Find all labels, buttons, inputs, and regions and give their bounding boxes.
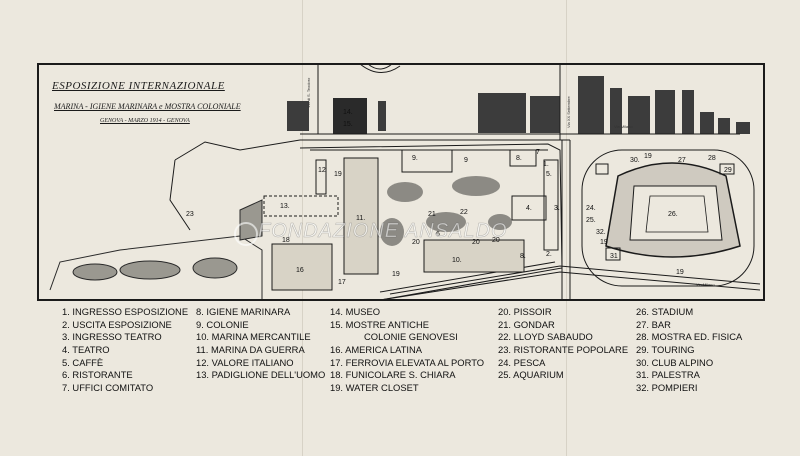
legend-item: 20. PISSOIR <box>498 306 552 317</box>
map-label: 20 <box>492 237 500 244</box>
legend-item: 13. PADIGLIONE DELL'UOMO <box>196 369 326 381</box>
legend-item: 29. TOURING <box>636 344 695 356</box>
map-label: 32. <box>596 229 606 236</box>
map-label: 17 <box>338 279 346 286</box>
garden-areas <box>380 176 512 246</box>
map-label: 20 <box>472 239 480 246</box>
pavilions <box>263 149 559 291</box>
legend-item: 7. UFFICI COMITATO <box>62 382 154 394</box>
street-name-top-right: Via XX Settembre <box>566 96 571 128</box>
legend-item: 28. MOSTRA ED. FISICA <box>636 331 743 343</box>
street-name-lower-right: Via Milano <box>696 282 715 287</box>
map-label: 1. <box>543 161 549 168</box>
legend-item: 27. BAR <box>636 318 671 330</box>
map-labels: 14. 15. 9. 9 8. 7 1. 5. 3. 4. 2. 8. 10. … <box>186 109 732 286</box>
legend-item: 15. MOSTRE ANTICHE <box>330 318 429 330</box>
fold-line <box>566 0 567 456</box>
legend-item: 32. POMPIERI <box>636 382 698 394</box>
legend-item: 26. STADIUM <box>636 306 694 317</box>
map-label: 8. <box>520 253 526 260</box>
map-label: 25. <box>586 217 596 224</box>
map-label: 19 <box>334 171 342 178</box>
legend-column-3: 14. MUSEO 15. MOSTRE ANTICHE COLONIE GEN… <box>330 306 484 395</box>
legend-item: 25. AQUARIUM <box>498 369 564 381</box>
legend-item: 3. INGRESSO TEATRO <box>62 331 162 343</box>
street-name-mid-right: Via Milano <box>614 124 633 129</box>
legend-column-2: 8. IGIENE MARINARA 9. COLONIE 10. MARINA… <box>196 306 325 382</box>
watermark-logo-icon <box>234 222 258 246</box>
map-label: 6 <box>436 231 440 238</box>
legend-item: 24. PESCA <box>498 356 546 368</box>
street-name-top-left: Via di S. Teodoro <box>306 77 311 108</box>
legend-item: 4. TEATRO <box>62 344 110 356</box>
map-label: 31 <box>610 253 618 260</box>
stadium <box>581 149 755 287</box>
map-label: 14. <box>343 109 353 116</box>
map-label: 2. <box>546 251 552 258</box>
map-dateline: GENOVA - MARZO 1914 - GENOVA <box>100 118 190 124</box>
legend-item: 17. FERROVIA ELEVATA AL PORTO <box>330 356 485 368</box>
legend-item: 19. WATER CLOSET <box>330 382 419 394</box>
map-label: 3. <box>554 205 560 212</box>
map-label: 12 <box>318 167 326 174</box>
map-label: 4. <box>526 205 532 212</box>
legend-item: 8. IGIENE MARINARA <box>196 306 291 317</box>
map-label: 13. <box>280 203 290 210</box>
legend-column-1: 1. INGRESSO ESPOSIZIONE 2. USCITA ESPOSI… <box>62 306 188 395</box>
street-arcs <box>300 63 740 141</box>
map-label: 10. <box>452 257 462 264</box>
map-label: 24. <box>586 205 596 212</box>
map-label: 11. <box>356 215 365 222</box>
legend-item: 9. COLONIE <box>196 318 249 330</box>
map-label: 8. <box>516 155 522 162</box>
legend-item: 2. USCITA ESPOSIZIONE <box>62 318 172 330</box>
map-label: 9 <box>464 157 468 164</box>
legend-item: 18. FUNICOLARE S. CHIARA <box>330 369 456 381</box>
map-label: 26. <box>668 211 678 218</box>
legend-item: 31. PALESTRA <box>636 369 700 381</box>
legend-item: 30. CLUB ALPINO <box>636 356 714 368</box>
map-title: ESPOSIZIONE INTERNAZIONALE <box>52 80 225 92</box>
legend-item: 6. RISTORANTE <box>62 369 133 381</box>
legend-item: 5. CAFFÈ <box>62 356 104 368</box>
map-label: 22 <box>460 209 468 216</box>
legend-column-5: 26. STADIUM 27. BAR 28. MOSTRA ED. FISIC… <box>636 306 742 395</box>
map-label: 30. <box>630 157 640 164</box>
map-label: 27 <box>678 157 686 164</box>
legend-column-4: 20. PISSOIR 21. GONDAR 22. LLOYD SABAUDO… <box>498 306 628 382</box>
railway <box>379 140 761 301</box>
legend-item: 21. GONDAR <box>498 318 555 330</box>
map-label: 9. <box>412 155 418 162</box>
map-subtitle: MARINA - IGIENE MARINARA e MOSTRA COLONI… <box>54 102 241 111</box>
map-label: 20 <box>412 239 420 246</box>
legend-item: 14. MUSEO <box>330 306 381 317</box>
map-label: 16 <box>296 267 304 274</box>
legend-item: 11. MARINA DA GUERRA <box>196 344 305 356</box>
map-label: 19 <box>644 153 652 160</box>
map-label: 15. <box>343 121 353 128</box>
map-label: 7 <box>536 149 540 156</box>
legend-item: 1. INGRESSO ESPOSIZIONE <box>62 306 189 317</box>
map-label: 5. <box>546 171 552 178</box>
fold-line <box>302 0 303 456</box>
map-label: 19 <box>392 271 400 278</box>
watermark: FONDAZIONE ANSALDO <box>258 220 508 243</box>
map-label: 29 <box>724 167 732 174</box>
map-label: 23 <box>186 211 194 218</box>
legend-item: 12. VALORE ITALIANO <box>196 356 294 368</box>
legend-item: COLONIE GENOVESI <box>364 331 458 343</box>
city-blocks <box>287 76 750 134</box>
map-label: 19 <box>600 239 608 246</box>
map-label: 19 <box>676 269 684 276</box>
map-label: 21 <box>428 211 436 218</box>
map-label: 18 <box>282 237 290 244</box>
map-label: 28 <box>708 155 716 162</box>
map-frame <box>37 63 765 301</box>
legend-item: 23. RISTORANTE POPOLARE <box>498 344 629 356</box>
legend-item: 22. LLOYD SABAUDO <box>498 331 593 343</box>
legend-item: 16. AMERICA LATINA <box>330 344 423 356</box>
legend-item: 10. MARINA MERCANTILE <box>196 331 311 343</box>
